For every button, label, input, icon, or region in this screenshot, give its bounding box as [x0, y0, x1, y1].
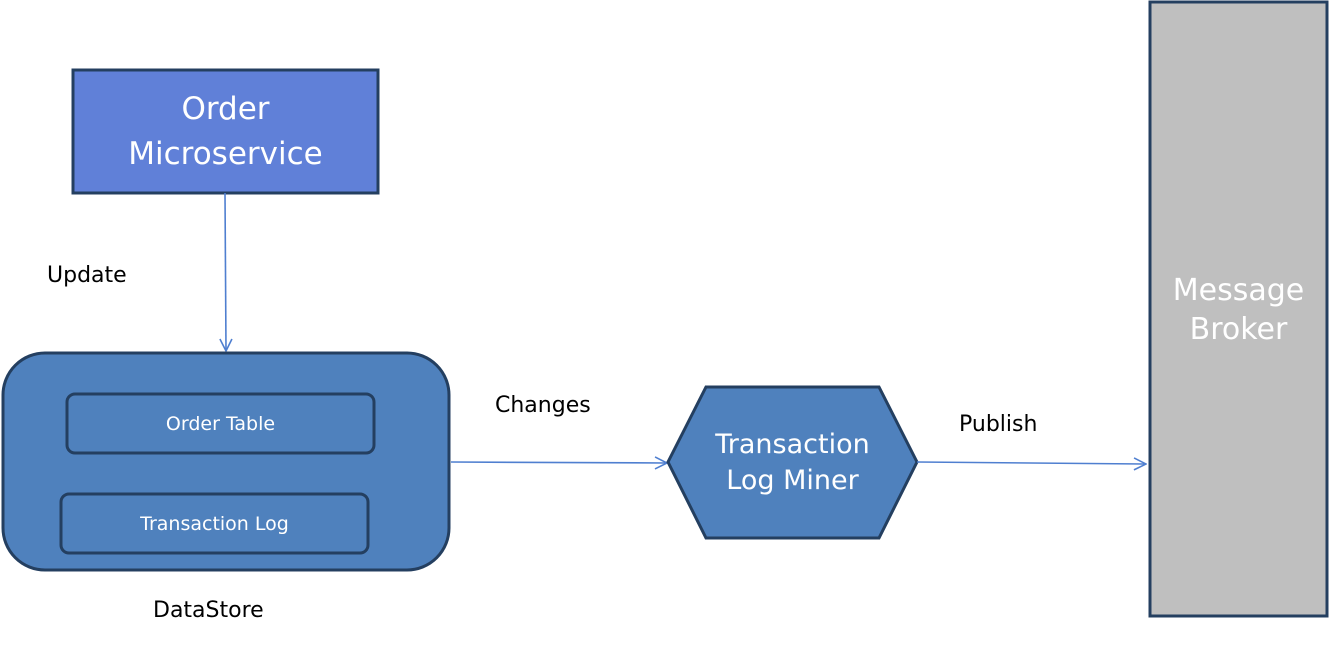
- log-miner-line2: Log Miner: [726, 464, 859, 496]
- publish-arrow: [916, 462, 1145, 464]
- order-table-text: Order Table: [165, 412, 276, 435]
- transaction-log-box: [59, 492, 370, 555]
- datastore-label: DataStore: [153, 598, 264, 623]
- log-miner-label: Transaction Log Miner: [668, 387, 917, 538]
- transaction-log-label: Transaction Log: [61, 494, 368, 553]
- order-table-label: Order Table: [67, 394, 374, 453]
- transaction-log-text: Transaction Log: [140, 512, 289, 535]
- changes-label: Changes: [495, 393, 591, 418]
- message-broker-box: [1148, 0, 1329, 618]
- log-miner-hexagon: [666, 385, 919, 540]
- message-broker-label: Message Broker: [1150, 268, 1327, 352]
- publish-label: Publish: [959, 412, 1038, 437]
- update-label: Update: [47, 263, 127, 288]
- order-table-box: [65, 392, 376, 455]
- order-microservice-line2: Microservice: [128, 135, 323, 172]
- log-miner-line1: Transaction: [715, 428, 870, 460]
- changes-arrow: [450, 462, 666, 463]
- order-microservice-label: Order Microservice: [73, 70, 378, 193]
- order-microservice-box: [71, 68, 380, 195]
- message-broker-line1: Message: [1172, 273, 1305, 308]
- order-microservice-line1: Order: [181, 90, 270, 127]
- update-arrow: [225, 192, 226, 350]
- message-broker-line2: Broker: [1189, 312, 1288, 347]
